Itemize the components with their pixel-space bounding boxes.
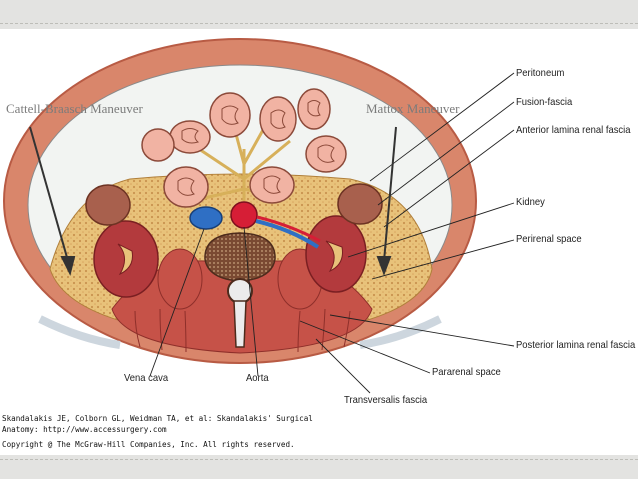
- label-posterior-lamina: Posterior lamina renal fascia: [516, 339, 636, 351]
- aorta-vessel: [230, 201, 258, 229]
- small-intestine-loops: [141, 88, 347, 208]
- left-paracolic-gutter: [38, 315, 121, 349]
- label-transversalis-fascia: Transversalis fascia: [344, 394, 428, 406]
- label-anterior-lamina: Anterior lamina renal fascia: [516, 124, 631, 136]
- slide-bottom-dash: [0, 459, 638, 460]
- mesentery: [195, 118, 291, 201]
- left-kidney: [93, 220, 159, 298]
- label-peritoneum: Peritoneum: [516, 67, 565, 79]
- spinal-canal: [227, 278, 253, 304]
- label-kidney: Kidney: [516, 196, 545, 208]
- right-kidney: [305, 215, 367, 293]
- intestine-lumen-folds: [177, 100, 335, 196]
- ascending-colon: [85, 184, 131, 226]
- renal-artery: [256, 215, 321, 243]
- slide-top-dash: [0, 23, 638, 24]
- abdomen-cross-section: [3, 38, 515, 394]
- label-vena-cava: Vena cava: [124, 372, 169, 384]
- label-pararenal-space: Pararenal space: [432, 366, 501, 378]
- credit-line-1: Skandalakis JE, Colborn GL, Weidman TA, …: [2, 414, 313, 423]
- renal-vessels: [255, 219, 320, 249]
- leader-lines: [149, 72, 515, 394]
- credit-line-2: Anatomy: http://www.accessurgery.com: [2, 425, 167, 434]
- label-fusion-fascia: Fusion-fascia: [516, 96, 573, 108]
- spinous-process: [233, 300, 247, 348]
- label-aorta: Aorta: [246, 372, 269, 384]
- cattell-braasch-label: Cattell-Braasch Maneuver: [6, 101, 143, 116]
- arrow-down-icon: [376, 126, 397, 276]
- vena-cava-vessel: [189, 206, 223, 230]
- left-psoas: [157, 248, 203, 310]
- vertebral-body: [204, 232, 276, 282]
- mattox-label: Mattox Maneuver: [366, 101, 460, 116]
- slide-top-band: [0, 0, 638, 29]
- credit-line-3: Copyright @ The McGraw-Hill Companies, I…: [2, 440, 295, 449]
- anatomy-figure: [0, 29, 638, 455]
- arrow-down-icon: [29, 126, 76, 276]
- right-paracolic-gutter: [359, 315, 442, 349]
- descending-colon: [337, 183, 383, 225]
- label-perirenal-space: Perirenal space: [516, 233, 582, 245]
